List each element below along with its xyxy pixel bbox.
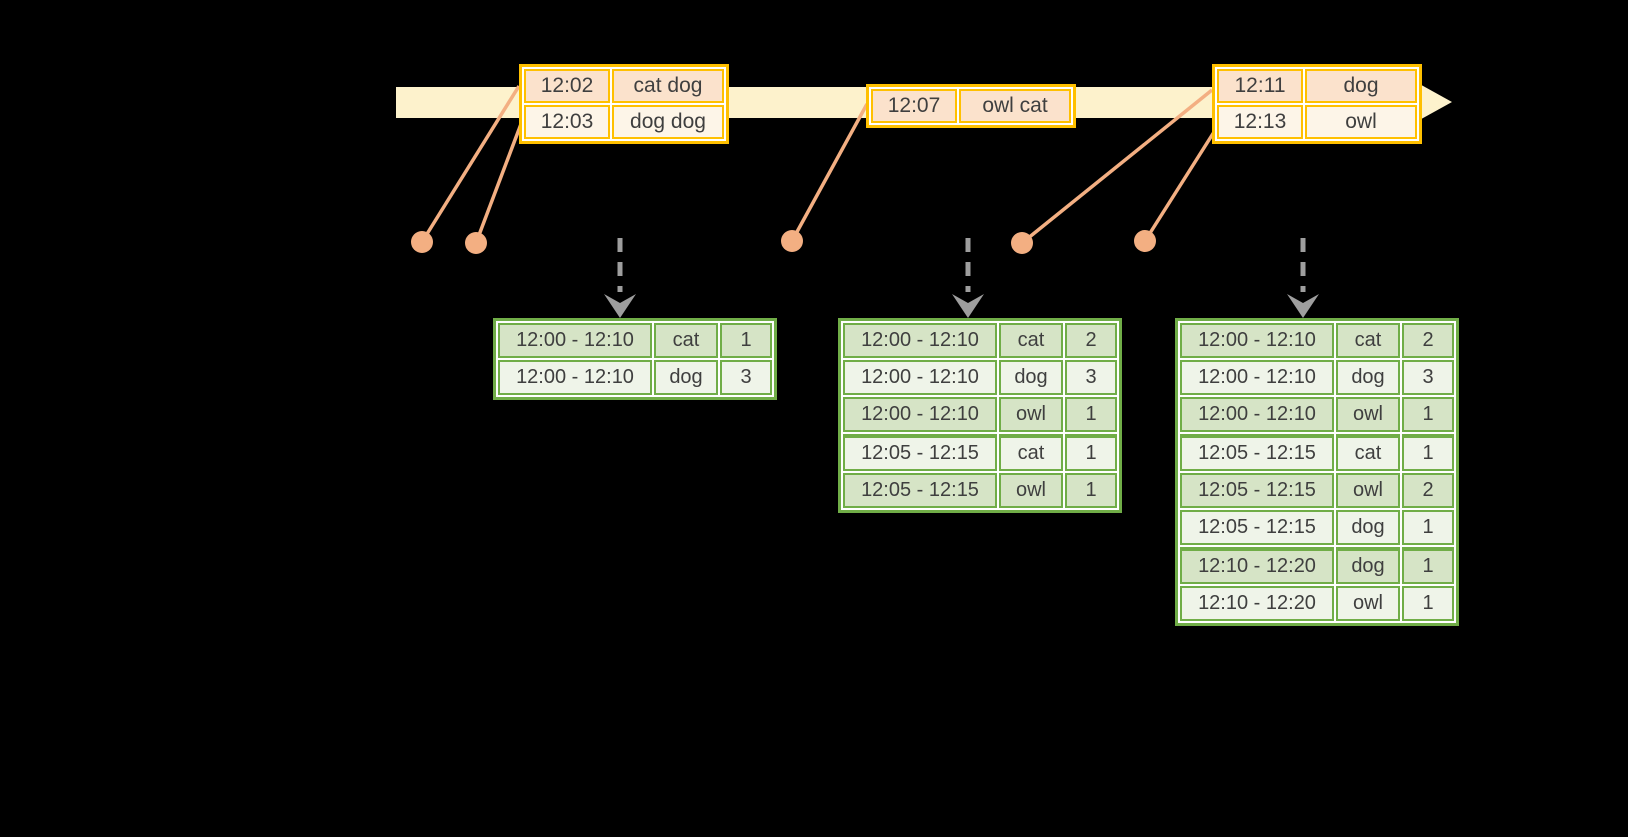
cell-window: 12:00 - 12:10 xyxy=(498,360,652,395)
trigger-arrow-icon xyxy=(952,238,984,318)
cell-time: 12:11 xyxy=(1217,69,1303,103)
cell-word: dog xyxy=(1336,360,1400,395)
cell-word: cat xyxy=(654,323,718,358)
cell-window: 12:10 - 12:20 xyxy=(1180,547,1334,584)
cell-count: 1 xyxy=(1402,510,1454,545)
cell-window: 12:05 - 12:15 xyxy=(1180,473,1334,508)
event-dot-icon xyxy=(465,232,487,254)
cell-word: dog xyxy=(1336,510,1400,545)
cell-window: 12:10 - 12:20 xyxy=(1180,586,1334,621)
cell-window: 12:00 - 12:10 xyxy=(1180,397,1334,432)
cell-time: 12:02 xyxy=(524,69,610,103)
cell-count: 3 xyxy=(1065,360,1117,395)
cell-word: owl xyxy=(1336,473,1400,508)
event-connector-lines xyxy=(420,85,1216,245)
cell-word: owl xyxy=(999,473,1063,508)
cell-time: 12:07 xyxy=(871,89,957,123)
cell-count: 1 xyxy=(1402,434,1454,471)
cell-count: 2 xyxy=(1402,323,1454,358)
event-dot-icon xyxy=(1011,232,1033,254)
cell-word: owl xyxy=(1336,586,1400,621)
cell-count: 1 xyxy=(720,323,772,358)
connector-line xyxy=(790,103,869,242)
cell-window: 12:00 - 12:10 xyxy=(843,397,997,432)
cell-word: cat xyxy=(999,323,1063,358)
trigger-arrows xyxy=(604,238,1319,318)
cell-time: 12:03 xyxy=(524,105,610,139)
cell-words: cat dog xyxy=(612,69,724,103)
cell-window: 12:05 - 12:15 xyxy=(843,434,997,471)
connector-line xyxy=(1143,131,1216,242)
cell-window: 12:00 - 12:10 xyxy=(1180,360,1334,395)
cell-count: 3 xyxy=(1402,360,1454,395)
cell-word: dog xyxy=(999,360,1063,395)
cell-words: owl cat xyxy=(959,89,1071,123)
cell-window: 12:00 - 12:10 xyxy=(498,323,652,358)
cell-word: owl xyxy=(999,397,1063,432)
connector-line xyxy=(1020,88,1214,245)
event-dot-icon xyxy=(411,231,433,253)
cell-words: owl xyxy=(1305,105,1417,139)
event-dots xyxy=(411,230,1156,254)
cell-count: 1 xyxy=(1065,397,1117,432)
connector-line xyxy=(420,85,521,243)
cell-count: 2 xyxy=(1065,323,1117,358)
cell-word: cat xyxy=(1336,434,1400,471)
cell-window: 12:05 - 12:15 xyxy=(843,473,997,508)
connector-line xyxy=(474,123,523,244)
cell-word: dog xyxy=(654,360,718,395)
cell-window: 12:00 - 12:10 xyxy=(843,360,997,395)
trigger-arrow-icon xyxy=(604,238,636,318)
cell-count: 3 xyxy=(720,360,772,395)
cell-time: 12:13 xyxy=(1217,105,1303,139)
cell-window: 12:05 - 12:15 xyxy=(1180,434,1334,471)
cell-word: cat xyxy=(1336,323,1400,358)
cell-window: 12:00 - 12:10 xyxy=(843,323,997,358)
trigger-arrow-icon xyxy=(1287,238,1319,318)
cell-count: 2 xyxy=(1402,473,1454,508)
event-dot-icon xyxy=(1134,230,1156,252)
cell-window: 12:00 - 12:10 xyxy=(1180,323,1334,358)
cell-count: 1 xyxy=(1402,586,1454,621)
cell-word: cat xyxy=(999,434,1063,471)
cell-count: 1 xyxy=(1065,434,1117,471)
cell-words: dog xyxy=(1305,69,1417,103)
cell-count: 1 xyxy=(1402,397,1454,432)
cell-count: 1 xyxy=(1065,473,1117,508)
cell-words: dog dog xyxy=(612,105,724,139)
cell-word: dog xyxy=(1336,547,1400,584)
cell-window: 12:05 - 12:15 xyxy=(1180,510,1334,545)
cell-count: 1 xyxy=(1402,547,1454,584)
cell-word: owl xyxy=(1336,397,1400,432)
event-dot-icon xyxy=(781,230,803,252)
